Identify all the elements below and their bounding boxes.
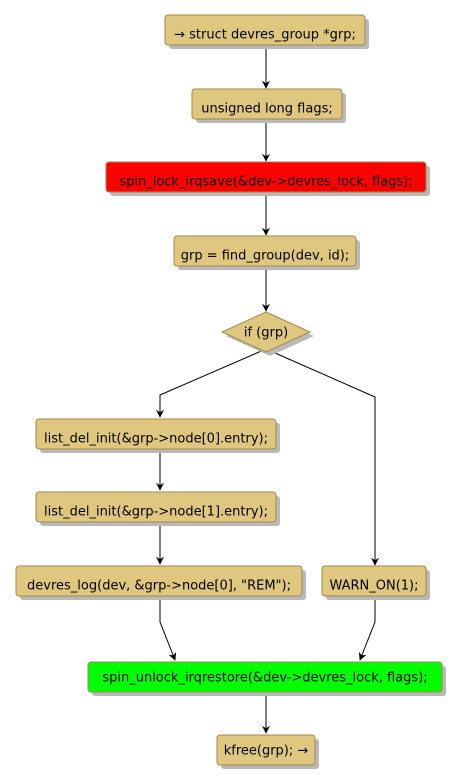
node-entry: → struct devres_group *grp; [164,14,369,49]
node-spin-lock: spin_lock_irqsave(&dev->devres_lock, fla… [105,161,430,196]
node-if-grp-label: if (grp) [244,326,288,341]
node-find-group-label: grp = find_group(dev, id); [181,249,350,264]
node-flags-decl-label: unsigned long flags; [201,102,333,117]
edges [156,45,379,734]
node-kfree: kfree(grp); → [216,734,319,769]
node-list-del-1-label: list_del_init(&grp->node[1].entry); [44,505,268,520]
node-kfree-label: kfree(grp); → [224,744,309,759]
node-flags-decl: unsigned long flags; [191,88,346,123]
node-spin-unlock: spin_unlock_irqrestore(&dev->devres_lock… [87,661,446,696]
node-if-grp: if (grp) [220,311,314,356]
node-devres-log: devres_log(dev, &grp->node[0], "REM"); [15,565,306,600]
edge-if-to-list-del-0 [156,348,267,418]
node-devres-log-label: devres_log(dev, &grp->node[0], "REM"); [27,579,291,594]
edge-warn-on-to-spin-unlock [358,597,376,661]
node-spin-lock-label: spin_lock_irqsave(&dev->devres_lock, fla… [119,175,412,190]
node-entry-label: → struct devres_group *grp; [174,28,356,43]
node-list-del-0: list_del_init(&grp->node[0].entry); [35,418,280,453]
node-list-del-0-label: list_del_init(&grp->node[0].entry); [44,432,268,447]
node-find-group: grp = find_group(dev, id); [173,235,360,270]
node-warn-on: WARN_ON(1); [321,565,430,600]
node-spin-unlock-label: spin_unlock_irqrestore(&dev->devres_lock… [102,671,427,686]
node-list-del-1: list_del_init(&grp->node[1].entry); [35,491,280,526]
edge-if-to-warn-on [265,348,379,566]
edge-devres-log-to-spin-unlock [159,597,177,661]
node-warn-on-label: WARN_ON(1); [329,579,418,594]
